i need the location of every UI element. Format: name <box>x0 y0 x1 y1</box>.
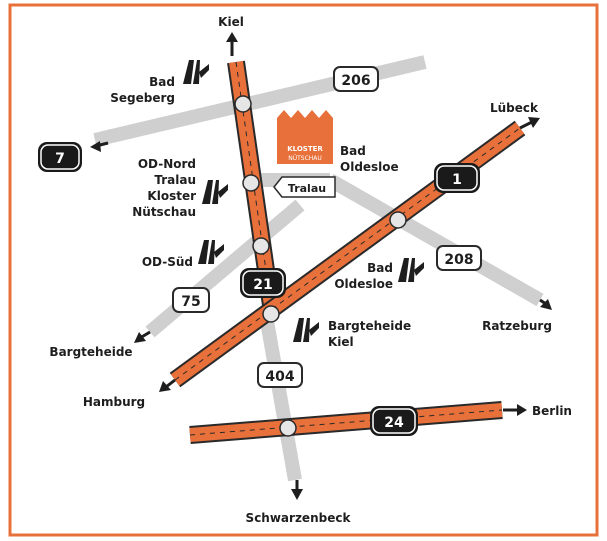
motorway-a1 <box>174 127 521 381</box>
shield-a7: 7 <box>38 142 82 172</box>
arrow-ratzeburg-icon <box>540 299 552 310</box>
label-od-nord-1: OD-Nord <box>138 157 196 171</box>
arrow-hamburg-icon <box>159 381 171 392</box>
shield-b206: 206 <box>333 66 379 92</box>
svg-text:206: 206 <box>341 73 370 89</box>
label-od-nord-2: Tralau <box>154 173 196 187</box>
logo-text-line1: KLOSTER <box>287 145 323 153</box>
motorway-exit-icon <box>183 60 209 84</box>
svg-text:404: 404 <box>265 369 294 385</box>
motorway-exit-icon <box>198 240 224 264</box>
labels: Kiel Bad Segeberg Bad Oldesloe OD-Nord T… <box>49 15 572 525</box>
road-b404 <box>258 308 302 482</box>
junction-od-nord <box>242 174 260 192</box>
label-bargteheide-kiel-2: Kiel <box>328 335 354 349</box>
shield-b75: 75 <box>172 287 210 313</box>
map-frame <box>8 3 599 537</box>
label-hamburg: Hamburg <box>83 395 145 409</box>
label-luebeck: Lübeck <box>490 101 539 115</box>
svg-text:208: 208 <box>444 252 473 268</box>
tralau-label: Tralau <box>288 182 326 195</box>
label-bad-segeberg-2: Segeberg <box>110 91 175 105</box>
arrow-bargteheide-icon <box>134 332 146 343</box>
label-bad-oldesloe-2: Oldesloe <box>340 160 399 174</box>
junction-od-sued <box>252 237 270 255</box>
svg-text:21: 21 <box>253 277 272 293</box>
logo-text-line2: NÜTSCHAU <box>288 155 322 162</box>
shield-a24: 24 <box>370 406 418 436</box>
motorway-exit-icon <box>293 318 319 342</box>
road-b208 <box>326 173 544 307</box>
svg-text:75: 75 <box>181 294 200 310</box>
shield-a1: 1 <box>434 163 480 193</box>
label-bad-oldesloe-1: Bad <box>340 144 366 158</box>
label-od-sued: OD-Süd <box>142 255 193 269</box>
label-bad-segeberg-1: Bad <box>149 75 175 89</box>
tralau-sign: Tralau <box>273 176 336 198</box>
shield-b404: 404 <box>257 362 303 388</box>
exit-icons <box>183 60 424 342</box>
shield-b208: 208 <box>436 245 482 271</box>
svg-text:24: 24 <box>384 415 404 431</box>
label-od-nord-3: Kloster <box>147 189 196 203</box>
arrow-schwarzenbeck-icon <box>291 489 303 500</box>
label-berlin: Berlin <box>532 404 572 418</box>
shield-a21: 21 <box>240 268 286 298</box>
arrow-kiel-icon <box>226 32 238 42</box>
motorway-a24 <box>189 409 503 436</box>
label-kiel: Kiel <box>218 15 244 29</box>
label-ratzeburg: Ratzeburg <box>482 319 552 333</box>
junctions <box>234 95 407 437</box>
label-bargteheide: Bargteheide <box>49 345 132 359</box>
motorway-exit-icon <box>398 258 424 282</box>
junction-a1-a21 <box>262 305 280 323</box>
arrow-a7-icon <box>90 141 101 152</box>
junction-segeberg <box>234 95 252 113</box>
label-exit-bad-oldesloe-1: Bad <box>367 261 393 275</box>
svg-text:7: 7 <box>55 151 65 167</box>
label-schwarzenbeck: Schwarzenbeck <box>246 511 352 525</box>
label-exit-bad-oldesloe-2: Oldesloe <box>334 277 393 291</box>
junction-a24-b404 <box>279 419 297 437</box>
label-bargteheide-kiel-1: Bargteheide <box>328 319 411 333</box>
label-od-nord-4: Nütschau <box>132 205 196 219</box>
motorway-exit-icon <box>202 180 228 204</box>
junction-a1-b208 <box>389 211 407 229</box>
monastery-icon: KLOSTER NÜTSCHAU <box>277 110 333 164</box>
svg-text:1: 1 <box>452 172 462 188</box>
arrow-berlin-icon <box>517 404 527 416</box>
arrows <box>90 32 552 500</box>
arrow-luebeck-icon <box>528 117 540 128</box>
